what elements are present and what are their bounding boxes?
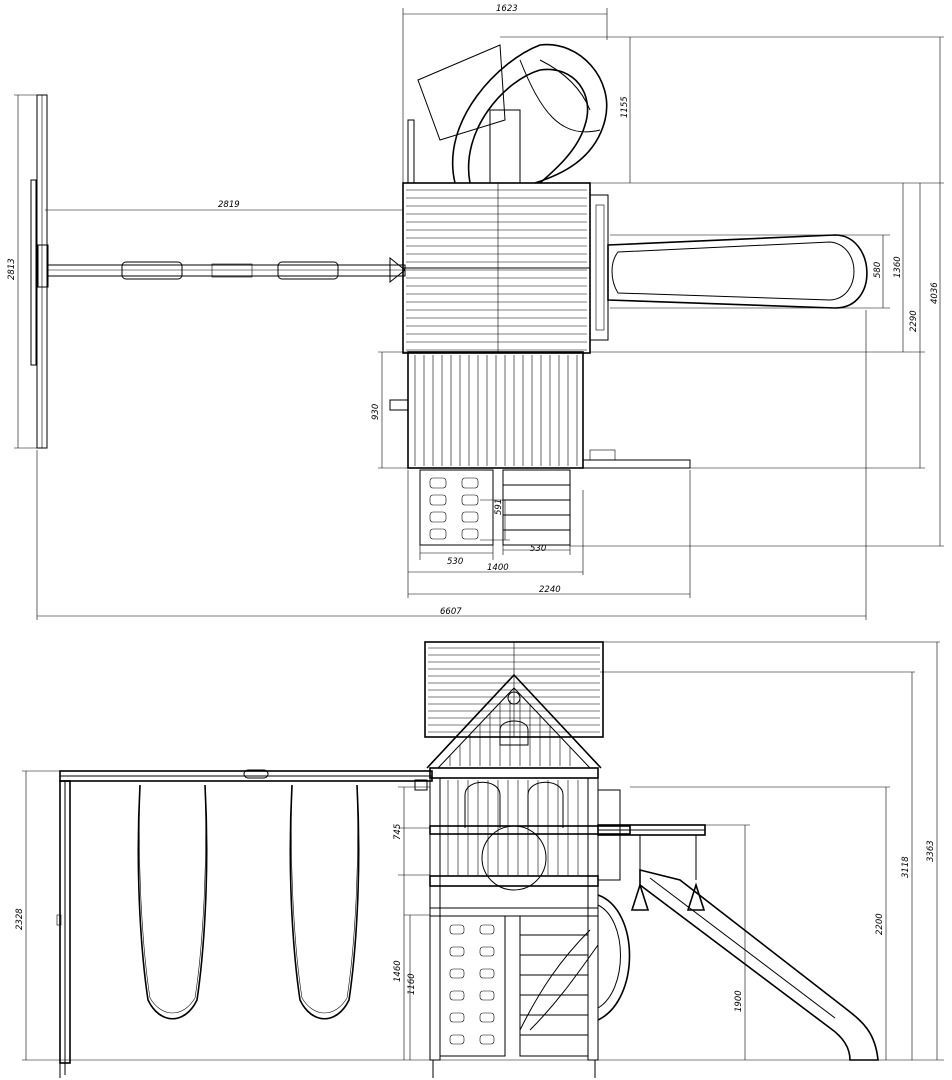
- rock-hold-front: [449, 924, 465, 935]
- dim-4036: 4036: [930, 282, 940, 304]
- rock-hold-front: [479, 924, 495, 935]
- dim-1400: 1400: [487, 563, 509, 573]
- rock-hold-front: [449, 1034, 465, 1045]
- dim-1900: 1900: [734, 990, 744, 1012]
- swing-frame-top: [30, 94, 406, 449]
- swing-chains: [137, 784, 360, 1020]
- rock-hold: [429, 477, 447, 489]
- dim-1155: 1155: [620, 96, 630, 118]
- dim-2240: 2240: [539, 585, 561, 595]
- dim-1360: 1360: [893, 256, 903, 278]
- dim-591: 591: [494, 499, 504, 515]
- rock-hold: [461, 494, 479, 506]
- swing-seat-chain: [289, 784, 360, 1020]
- rock-hold-front: [449, 968, 465, 979]
- dim-580: 580: [873, 262, 883, 278]
- lower-deck-top: [389, 351, 691, 469]
- swing-seat-chain-inner: [291, 784, 358, 1014]
- dim-1460: 1460: [393, 960, 403, 982]
- rock-hold-front: [449, 990, 465, 1001]
- rock-hold: [461, 528, 479, 540]
- dim-3363: 3363: [926, 840, 936, 862]
- rock-hold: [429, 511, 447, 523]
- straight-slide-front: [639, 868, 879, 1061]
- rock-hold-front: [479, 968, 495, 979]
- swing-seat-chain: [137, 784, 208, 1020]
- top-view: 1623 1155 2819 2813 580 1360 2290 4036 9…: [7, 4, 944, 620]
- dim-2200: 2200: [875, 913, 885, 935]
- rock-hold-front: [479, 990, 495, 1001]
- dim-2328: 2328: [15, 908, 25, 930]
- rock-hold: [429, 494, 447, 506]
- ladder-top: [502, 469, 571, 546]
- rock-wall-top: [419, 469, 494, 546]
- rock-hold: [461, 511, 479, 523]
- tower-front: [414, 641, 631, 1078]
- main-deck-top: [402, 182, 609, 354]
- dim-930: 930: [371, 404, 381, 420]
- ladder-front: [519, 915, 599, 1057]
- rock-hold: [461, 477, 479, 489]
- swing-seat-chain-inner: [139, 784, 206, 1014]
- rock-wall-front: [439, 915, 506, 1057]
- dim-1160: 1160: [407, 973, 417, 995]
- extension-lines-top: [14, 8, 944, 620]
- dimension-labels-top: 1623 1155 2819 2813 580 1360 2290 4036 9…: [7, 4, 940, 617]
- dim-1623: 1623: [496, 4, 518, 14]
- rock-hold-front: [479, 946, 495, 957]
- dimension-lines-top: [17, 13, 941, 617]
- extension-lines-front: [22, 641, 944, 1061]
- dim-3118: 3118: [901, 856, 911, 878]
- trapeze-bar-front: [597, 824, 706, 911]
- dim-530-ladder: 530: [530, 544, 546, 554]
- front-view: 2328 745 1460 1160 1900 2200 3118 3363: [15, 641, 944, 1078]
- rock-hold-front: [449, 1012, 465, 1023]
- spiral-slide-top: [407, 43, 608, 184]
- dimension-labels-front: 2328 745 1460 1160 1900 2200 3118 3363: [15, 824, 936, 1012]
- rock-hold-front: [479, 1012, 495, 1023]
- dim-2813: 2813: [7, 258, 17, 280]
- dim-2819: 2819: [218, 200, 240, 210]
- rock-hold: [429, 528, 447, 540]
- straight-slide-top: [607, 234, 868, 309]
- dim-2290: 2290: [909, 310, 919, 332]
- dim-745: 745: [393, 824, 403, 840]
- spiral-slide-front: [597, 894, 631, 1021]
- dim-6607: 6607: [440, 607, 462, 617]
- dim-530-wall: 530: [447, 557, 463, 567]
- rock-hold-front: [479, 1034, 495, 1045]
- rock-hold-front: [449, 946, 465, 957]
- swing-frame-front: [56, 769, 433, 1078]
- dimension-lines-front: [25, 642, 938, 1060]
